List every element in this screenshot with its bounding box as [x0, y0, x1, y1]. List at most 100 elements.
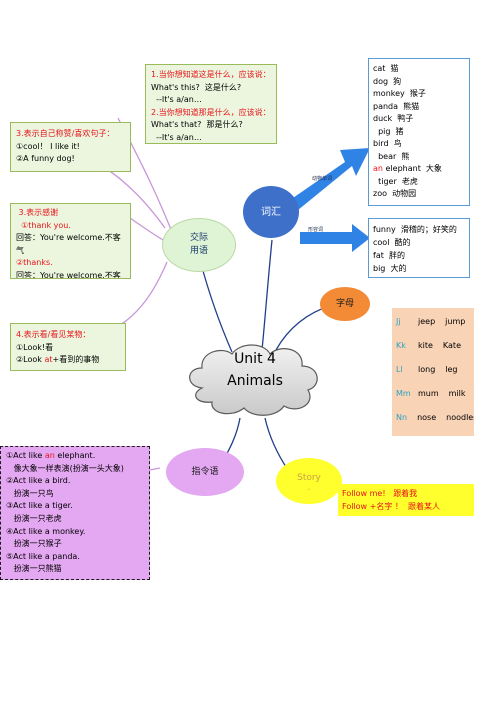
upper-arrow [290, 148, 370, 210]
node-cihui[interactable]: 词汇 [243, 186, 299, 238]
box-commands: ①Act like an elephant. 像大象一样表演(扮演一头大象) ②A… [0, 446, 150, 580]
node-zhiling[interactable]: 指令语 [166, 448, 244, 496]
what-is-this-line: What's that? 那是什么? [151, 120, 243, 129]
letter-row: Jj jeep jump [396, 310, 470, 334]
command-text: ①Act like [6, 451, 45, 460]
animal-word: bear 熊 [373, 151, 410, 161]
node-cihui-label: 词汇 [261, 206, 281, 218]
look-line: ②Look at+看到的事物 [16, 355, 100, 364]
letter-word-2: noodles [446, 412, 474, 422]
look-highlight: at [44, 355, 53, 364]
praise-line: 3.表示自己称赞/喜欢句子： [16, 129, 115, 138]
node-jiaoji-label: 交际 用语 [189, 233, 208, 256]
center-title-line1: Unit 4 [234, 351, 276, 367]
center-title-line2: Animals [227, 373, 283, 389]
what-is-this-line: 1.当你想知道这是什么，应该说： [151, 70, 271, 79]
node-story-dot: . [307, 482, 311, 493]
command-text: 像大象一样表演(扮演一头大象) [6, 463, 124, 473]
command-line: 扮演一只鸟 [6, 488, 144, 501]
node-jiaoji[interactable]: 交际 用语 [162, 218, 236, 272]
upper-arrow-label: 动物单词 [312, 175, 332, 182]
animal-word: dog 狗 [373, 76, 402, 86]
command-lines: ①Act like an elephant. 像大象一样表演(扮演一头大象) ②A… [6, 450, 144, 576]
node-story-label: Story [297, 472, 321, 483]
center-cloud [189, 344, 318, 416]
node-zimu-label: 字母 [335, 298, 354, 309]
what-is-this-line: 2.当你想知道那是什么，应该说： [151, 107, 271, 117]
animal-item: bird 鸟 [373, 138, 465, 151]
command-line: ④Act like a monkey. [6, 526, 144, 539]
look-lines: 4.表示看/看见某物： ①Look!看 ②Look at+看到的事物 [16, 329, 120, 367]
letter-pair: Nn [396, 412, 408, 422]
praise-line: ②A funny dog! [16, 154, 75, 163]
lower-arrow-label: 形容词 [308, 226, 323, 233]
letter-word-1: nose [417, 412, 437, 422]
command-line: ②Act like a bird. [6, 475, 144, 488]
command-text: 扮演一只猴子 [6, 539, 62, 549]
animal-item: cat 猫 [373, 63, 465, 76]
thanks-line: ②thanks. [16, 258, 53, 267]
command-text: ⑤Act like a panda. [6, 551, 80, 561]
thanks-line: 回答：You're welcome.不客 [16, 233, 121, 242]
letter-word-1: long [418, 364, 436, 374]
adjective-item: fat 胖的 [373, 251, 405, 260]
lower-arrow [300, 224, 370, 252]
animal-word: pig 猪 [373, 126, 404, 136]
letter-word-2: jump [445, 316, 466, 326]
what-is-this-line: --It's a/an… [151, 95, 202, 104]
command-text: 扮演一只熊猫 [6, 564, 62, 574]
animal-word: monkey 猴子 [373, 89, 426, 98]
letter-word-1: jeep [418, 316, 436, 326]
letter-word-2: milk [448, 388, 466, 398]
animal-word: bird 鸟 [373, 139, 402, 148]
command-text: ②Act like a bird. [6, 476, 71, 486]
animal-item: duck 鸭子 [373, 113, 465, 126]
what-is-this-line: --It's a/an… [151, 132, 202, 142]
center-title: Unit 4 Animals [180, 348, 330, 392]
letter-word-1: mum [418, 388, 439, 398]
node-story[interactable]: Story . [276, 458, 342, 504]
command-rest: elephant. [54, 451, 96, 460]
adjective-item: cool 酷的 [373, 238, 411, 247]
thanks-line: 3.表示感谢 [16, 208, 59, 217]
node-zimu[interactable]: 字母 [320, 287, 370, 321]
command-text: ③Act like a tiger. [6, 501, 73, 511]
look-line: 4.表示看/看见某物： [16, 330, 91, 339]
box-look: 4.表示看/看见某物： ①Look!看 ②Look at+看到的事物 [10, 323, 126, 371]
thanks-line: ①thank you. [16, 220, 71, 230]
box-praise: 3.表示自己称赞/喜欢句子： ①cool！ I like it! ②A funny … [10, 122, 131, 172]
adjective-item: big 大的 [373, 264, 407, 273]
command-text: ④Act like a monkey. [6, 526, 86, 536]
story-line: Follow +名字 ！ 跟着某人 [342, 502, 440, 511]
command-line: 扮演一只猴子 [6, 538, 144, 551]
command-line: ①Act like an elephant. [6, 450, 144, 463]
animal-item: tiger 老虎 [373, 176, 465, 189]
command-line: ③Act like a tiger. [6, 500, 144, 513]
look-line: ①Look!看 [16, 342, 54, 352]
animal-item: dog 狗 [373, 76, 465, 89]
letter-pair: Jj [396, 316, 401, 326]
animal-word: elephant 大象 [385, 164, 442, 173]
praise-line: ①cool！ I like it! [16, 141, 80, 151]
animal-item: an elephant 大象 [373, 163, 465, 176]
command-article: an [44, 451, 55, 460]
box-what-is-this: 1.当你想知道这是什么，应该说：What's this? 这是什么? --It'… [145, 64, 277, 144]
animal-word: tiger 老虎 [373, 176, 418, 186]
animal-item: monkey 猴子 [373, 88, 465, 101]
command-line: 像大象一样表演(扮演一头大象) [6, 463, 144, 476]
animal-item: bear 熊 [373, 151, 465, 164]
command-text: 扮演一只老虎 [6, 513, 62, 523]
